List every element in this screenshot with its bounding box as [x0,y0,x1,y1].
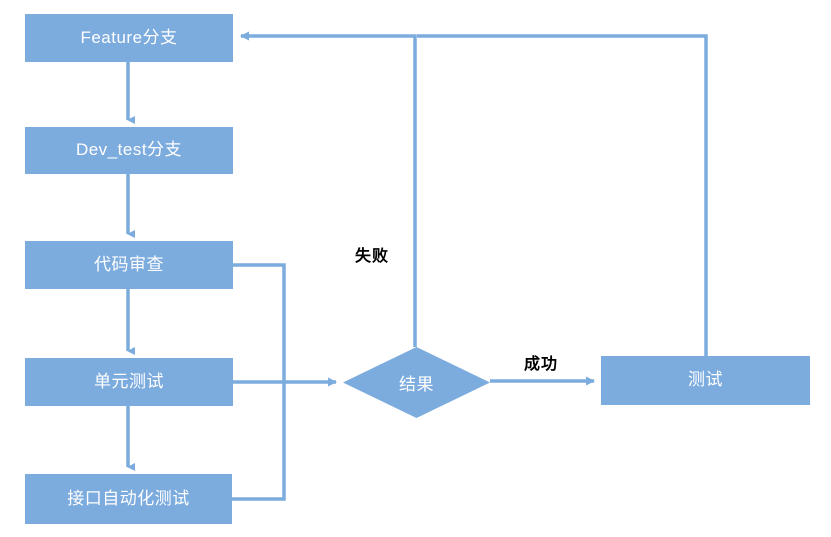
node-unit-test[interactable]: 单元测试 [25,358,233,406]
node-code-review[interactable]: 代码审查 [25,241,233,289]
edge-review-to-collector [233,263,286,382]
node-dev-test-branch[interactable]: Dev_test分支 [25,127,233,174]
edge-result-fail-to-feature [240,31,417,347]
node-test[interactable]: 测试 [601,356,810,405]
edge-test-to-feature-return [417,34,708,356]
diamond-shape-icon [343,347,490,418]
node-api-automation-test[interactable]: 接口自动化测试 [25,474,232,524]
edge-apitest-to-collector [232,382,286,501]
node-feature-branch[interactable]: Feature分支 [25,14,233,62]
edge-label-fail: 失败 [355,242,389,266]
node-code-review-label: 代码审查 [94,254,164,274]
edge-label-success: 成功 [524,350,558,374]
node-dev-test-branch-label: Dev_test分支 [75,140,183,160]
node-result-decision-label: 结果 [399,375,434,394]
node-result-decision[interactable]: 结果 [343,347,490,418]
node-test-label: 测试 [688,370,723,390]
edge-label-fail-text: 失败 [355,248,390,265]
edge-label-success-text: 成功 [524,356,559,373]
node-unit-test-label: 单元测试 [94,371,164,391]
node-api-automation-test-label: 接口自动化测试 [67,488,190,508]
node-feature-branch-label: Feature分支 [80,27,178,47]
